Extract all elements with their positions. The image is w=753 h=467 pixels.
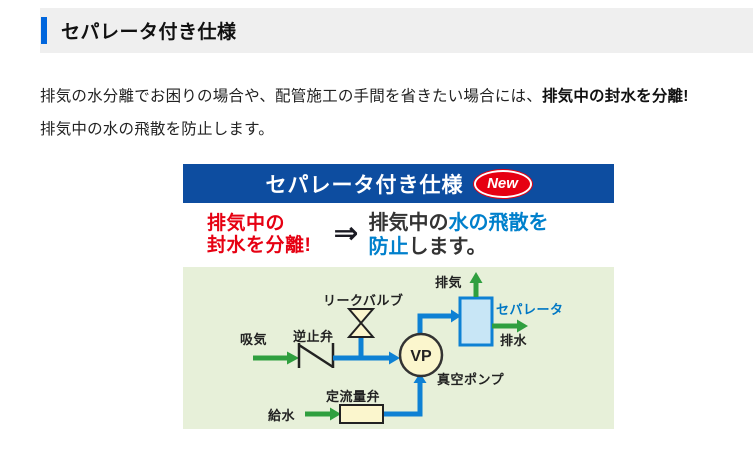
- intake-label: 吸気: [240, 332, 268, 347]
- callout-left-line1: 排気中の: [207, 213, 286, 234]
- leak-valve-icon: [346, 308, 376, 338]
- vacuum-pump-symbol: VP: [398, 332, 444, 378]
- constant-flow-valve-box: [339, 404, 384, 424]
- vacuum-pump-symbol-label: VP: [410, 348, 432, 365]
- separator-box: [458, 296, 494, 347]
- new-badge: New: [473, 169, 532, 198]
- check-valve-label: 逆止弁: [293, 329, 334, 344]
- intro-line1-bold: 排気中の封水を分離!: [541, 88, 689, 105]
- constant-flow-valve-label: 定流量弁: [326, 389, 381, 404]
- intro-line2: 排気中の水の飛散を防止します。: [40, 121, 274, 138]
- page-title: セパレータ付き仕様: [61, 22, 237, 43]
- figure-banner: セパレータ付き仕様 New: [183, 164, 614, 203]
- intro-line1-normal: 排気の水分離でお困りの場合や、配管施工の手間を省きたい場合には、: [40, 88, 542, 105]
- drain-arrow: [492, 319, 528, 333]
- drain-label: 排水: [500, 333, 528, 348]
- figure-callout: 排気中の封水を分離! ⇒ 排気中の水の飛散を防止します。: [183, 203, 614, 267]
- exhaust-label: 排気: [435, 275, 463, 290]
- callout-right-line2-blue: 防止: [368, 236, 409, 258]
- water-supply-arrow: [305, 407, 341, 421]
- piping-diagram-svg: VP: [253, 272, 528, 424]
- pipe-water-to-pump: [383, 373, 427, 417]
- leak-valve-label: リークバルブ: [323, 293, 404, 308]
- check-valve-icon: [297, 343, 335, 369]
- callout-right-line1-dark: 排気中の: [368, 212, 449, 234]
- pipe-to-pump: [333, 351, 400, 365]
- callout-right-line2-dark: します。: [408, 236, 487, 258]
- section-heading-band: セパレータ付き仕様: [40, 8, 753, 53]
- vacuum-pump-label: 真空ポンプ: [437, 372, 505, 387]
- intake-arrow: [253, 351, 299, 365]
- separator-label: セパレータ: [496, 302, 564, 317]
- heading-accent-bar: [41, 17, 47, 44]
- pipe-pump-to-separator: [417, 309, 461, 334]
- callout-left-line2: 封水を分離!: [207, 235, 312, 256]
- feature-figure: セパレータ付き仕様 New 排気中の封水を分離! ⇒ 排気中の水の飛散を防止しま…: [183, 164, 614, 429]
- piping-diagram: VP: [183, 267, 614, 429]
- figure-banner-title: セパレータ付き仕様: [265, 173, 464, 197]
- callout-right-text: 排気中の水の飛散を防止します。: [368, 211, 548, 259]
- exhaust-arrow: [469, 272, 483, 297]
- water-supply-label: 給水: [268, 408, 296, 423]
- double-arrow-icon: ⇒: [333, 216, 359, 250]
- callout-left-red-text: 排気中の封水を分離!: [207, 213, 311, 257]
- callout-right-line1-blue: 水の飛散を: [448, 212, 549, 234]
- intro-paragraph: 排気の水分離でお困りの場合や、配管施工の手間を省きたい場合には、排気中の封水を分…: [40, 80, 740, 146]
